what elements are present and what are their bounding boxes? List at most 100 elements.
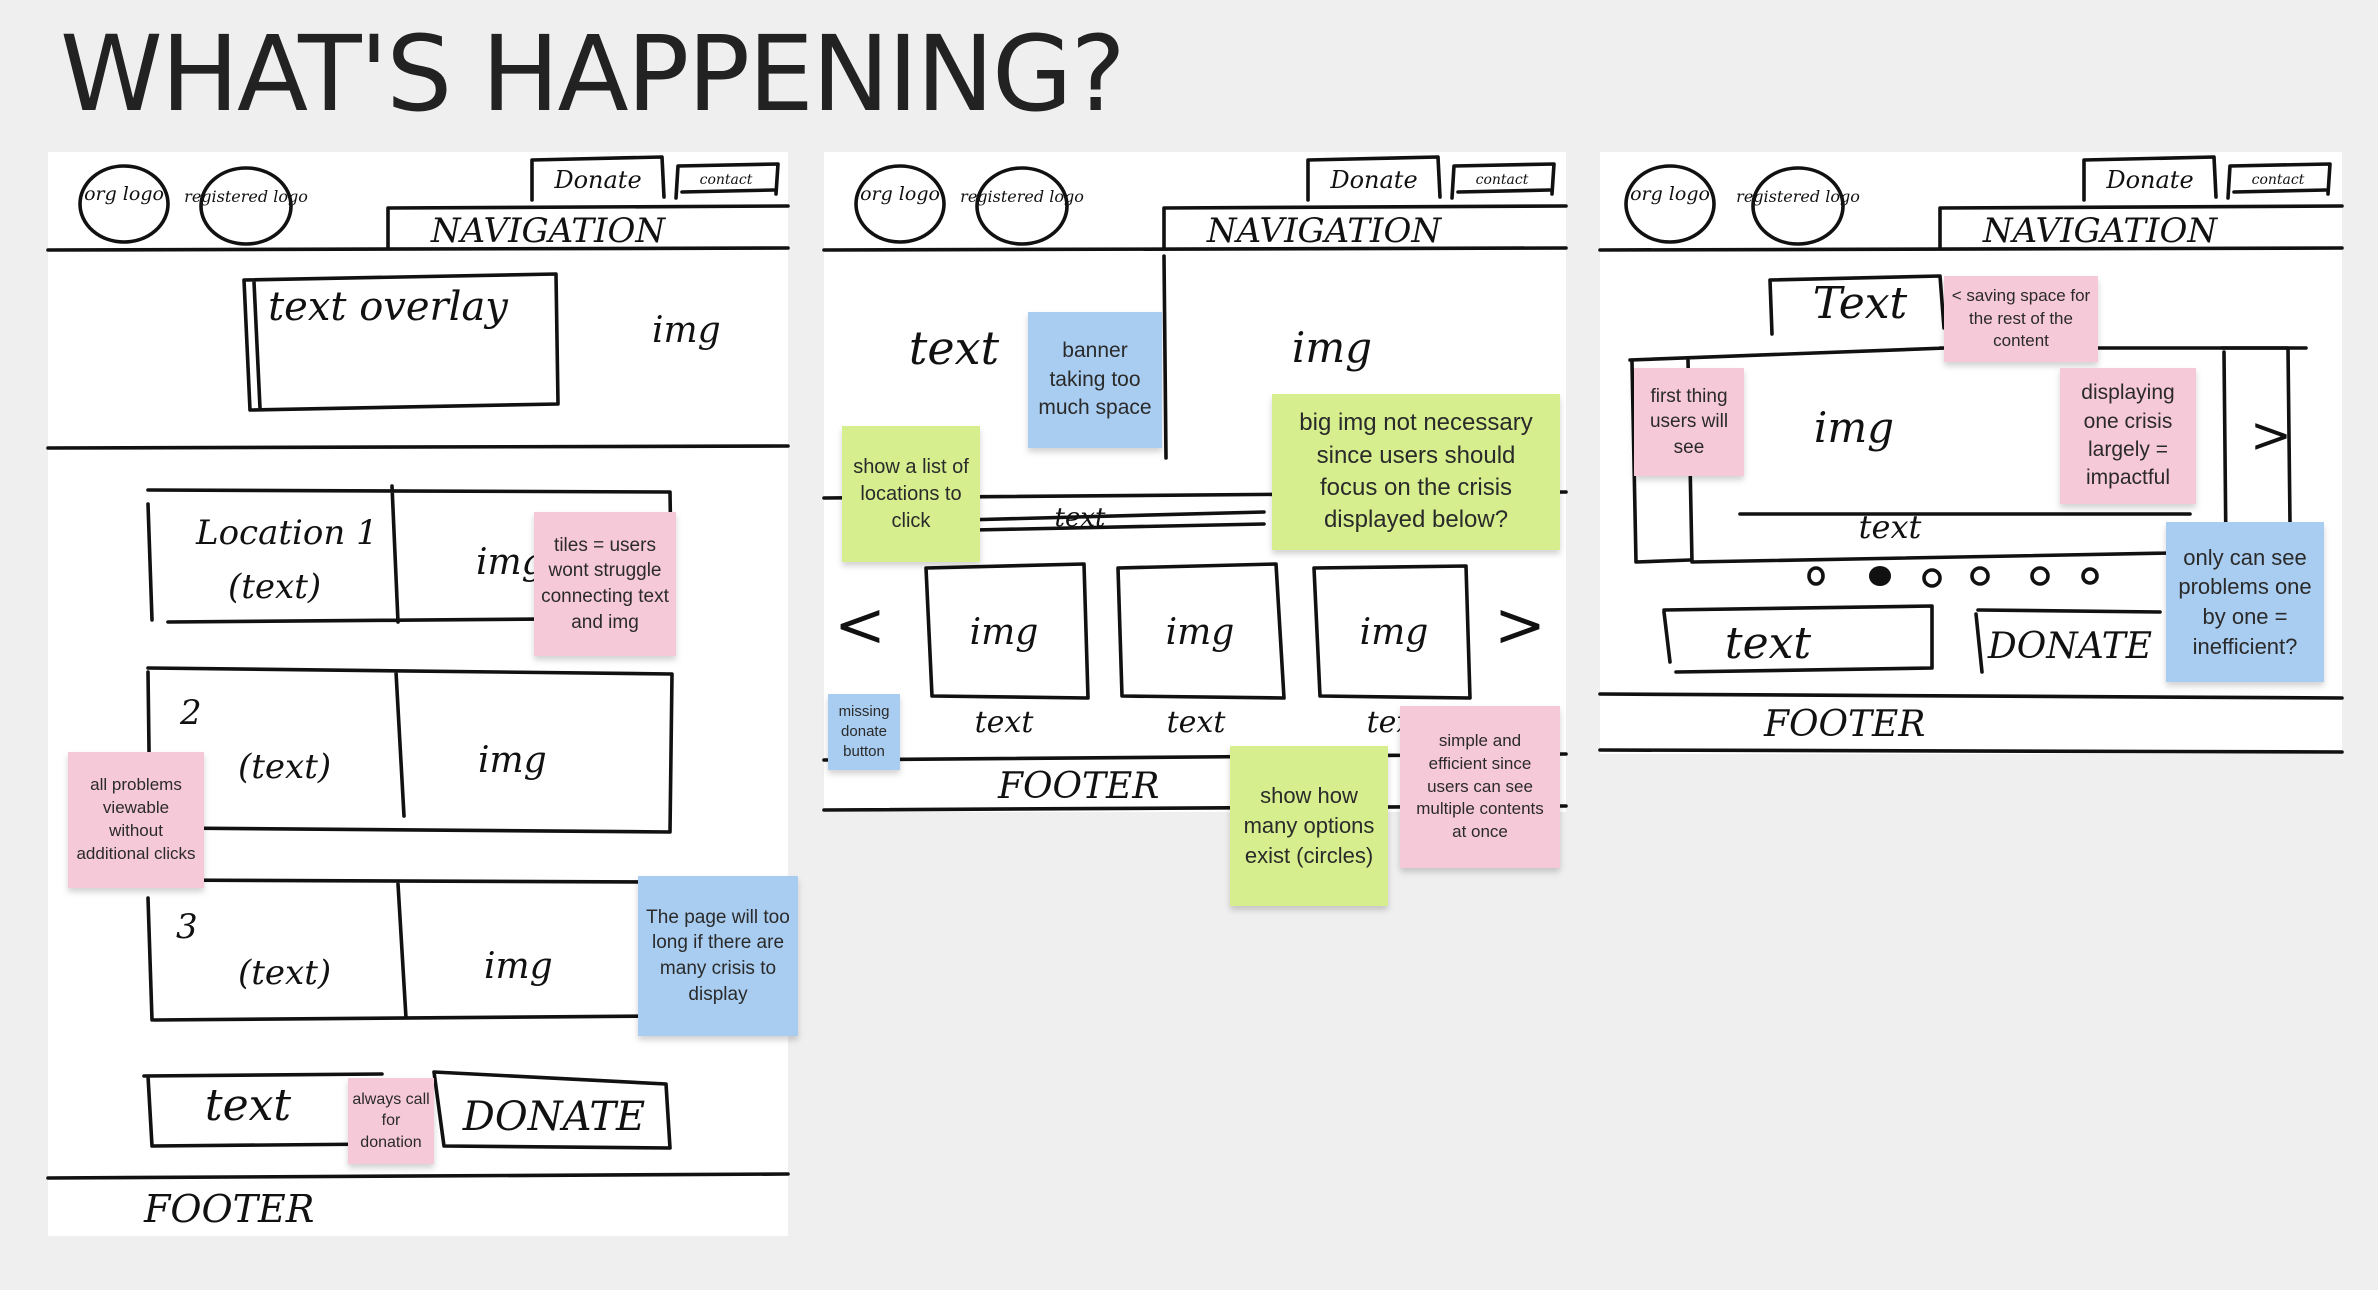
contact-box bbox=[1450, 162, 1556, 200]
tile-3-text: (text) bbox=[238, 953, 331, 993]
header-line bbox=[822, 246, 1568, 252]
tile-1-img: img bbox=[476, 542, 545, 583]
strike-line bbox=[962, 510, 1266, 532]
sticky-note-always-call: always call for donation bbox=[348, 1078, 434, 1164]
tile-2-img: img bbox=[478, 740, 547, 781]
registered-logo-circle bbox=[199, 166, 293, 246]
registered-logo-circle bbox=[1751, 166, 1845, 246]
contact-box bbox=[674, 162, 780, 200]
sticky-note-show-list: show a list of locations to click bbox=[842, 426, 980, 562]
dot-1[interactable] bbox=[1807, 566, 1825, 586]
dot-3[interactable] bbox=[1922, 568, 1942, 588]
tile-3-box bbox=[146, 878, 664, 1022]
sticky-note-big-img: big img not necessary since users should… bbox=[1272, 394, 1560, 550]
tile-1-text: (text) bbox=[228, 567, 321, 607]
tile-2-box bbox=[146, 666, 674, 834]
carousel-prev-arrow[interactable]: < bbox=[834, 588, 886, 661]
contact-box bbox=[2226, 162, 2332, 200]
title-text: Text bbox=[1813, 278, 1908, 329]
donate-cta-label: DONATE bbox=[1987, 626, 2152, 667]
navigation-box bbox=[1938, 204, 2344, 250]
text-cta-box bbox=[142, 1072, 384, 1148]
donate-label: Donate bbox=[2105, 166, 2193, 194]
org-logo-circle bbox=[78, 164, 170, 244]
card-2-text: text bbox=[1167, 705, 1227, 740]
donate-box bbox=[1306, 155, 1442, 202]
donate-cta-box bbox=[1974, 608, 2162, 674]
strike-text: text bbox=[1055, 503, 1106, 533]
donate-box bbox=[530, 155, 666, 202]
org-logo-label: org logo bbox=[860, 183, 940, 205]
carousel-next-arrow[interactable]: > bbox=[1494, 588, 1546, 661]
navigation-label: NAVIGATION bbox=[1206, 211, 1442, 251]
contact-label: contact bbox=[2252, 172, 2305, 188]
sticky-note-simple-efficient: simple and efficient since users can see… bbox=[1400, 706, 1560, 868]
tile-2-number: 2 bbox=[179, 693, 202, 733]
card-1-img: img bbox=[970, 612, 1039, 653]
title-box bbox=[1768, 274, 1946, 336]
tile-3-img: img bbox=[484, 946, 553, 987]
banner-img: img bbox=[1292, 323, 1372, 372]
sticky-note-show-how-many: show how many options exist (circles) bbox=[1230, 746, 1388, 906]
sticky-note-page-too-long: The page will too long if there are many… bbox=[638, 876, 798, 1036]
slide-next-arrow[interactable]: > bbox=[2250, 406, 2292, 464]
navigation-label: NAVIGATION bbox=[430, 211, 666, 251]
sticky-note-displaying-one: displaying one crisis largely = impactfu… bbox=[2060, 368, 2196, 504]
dot-2-active[interactable] bbox=[1869, 566, 1891, 586]
footer-label: FOOTER bbox=[1763, 704, 1925, 745]
dot-4[interactable] bbox=[1970, 566, 1990, 586]
footer-top-line bbox=[1598, 692, 2344, 700]
text-cta-box bbox=[1662, 604, 1934, 674]
sticky-note-banner-space: banner taking too much space bbox=[1028, 312, 1162, 448]
footer-label: FOOTER bbox=[143, 1187, 314, 1231]
card-3-img: img bbox=[1360, 612, 1429, 653]
banner-divider bbox=[1162, 254, 1168, 460]
org-logo-circle bbox=[1624, 164, 1716, 244]
slide-img: img bbox=[1814, 403, 1894, 452]
tile-2-text: (text) bbox=[238, 747, 331, 787]
navigation-label: NAVIGATION bbox=[1982, 211, 2218, 251]
dot-5[interactable] bbox=[2030, 566, 2050, 586]
text-cta-label: text bbox=[1725, 618, 1812, 669]
org-logo-label: org logo bbox=[1630, 183, 1710, 205]
footer-label: FOOTER bbox=[997, 766, 1159, 807]
footer-line bbox=[46, 1172, 790, 1180]
tile-1-location: Location 1 bbox=[195, 513, 378, 553]
sticky-note-saving-space: < saving space for the rest of the conte… bbox=[1944, 276, 2098, 362]
donate-label: Donate bbox=[553, 166, 641, 194]
hero-bottom-line bbox=[46, 444, 790, 450]
footer-bottom-line bbox=[1598, 748, 2344, 754]
hero-img-label: img bbox=[652, 310, 721, 351]
card-2-img: img bbox=[1166, 612, 1235, 653]
text-overlay-label: text overlay bbox=[268, 284, 509, 330]
sticky-note-only-one-by-one: only can see problems one by one = ineff… bbox=[2166, 522, 2324, 682]
donate-cta-box bbox=[432, 1070, 672, 1150]
card-3 bbox=[1312, 564, 1472, 700]
donate-cta-label: DONATE bbox=[462, 1094, 645, 1140]
header-line bbox=[1598, 246, 2344, 252]
navigation-box bbox=[1162, 204, 1568, 250]
wireframe-1: org logo registered logo Donate contact … bbox=[46, 152, 790, 1236]
card-1-text: text bbox=[975, 705, 1035, 740]
sticky-note-tiles-users: tiles = users wont struggle connecting t… bbox=[534, 512, 676, 656]
header-line bbox=[46, 246, 790, 252]
text-overlay-box bbox=[242, 272, 560, 412]
dot-6[interactable] bbox=[2081, 567, 2099, 585]
registered-logo-label: registered logo bbox=[960, 187, 1084, 206]
org-logo-label: org logo bbox=[84, 183, 164, 205]
tile-3-number: 3 bbox=[176, 907, 198, 947]
wireframe-3-sketch: org logo registered logo Donate contact … bbox=[1598, 155, 2344, 754]
donate-label: Donate bbox=[1329, 166, 1417, 194]
sticky-note-all-problems: all problems viewable without additional… bbox=[68, 752, 204, 888]
text-cta-label: text bbox=[205, 1080, 292, 1131]
pagination-dots[interactable] bbox=[1807, 566, 2099, 588]
org-logo-circle bbox=[854, 164, 946, 244]
slide-caption: text bbox=[1859, 508, 1922, 546]
registered-logo-circle bbox=[975, 166, 1069, 246]
contact-label: contact bbox=[700, 172, 753, 188]
contact-label: contact bbox=[1476, 172, 1529, 188]
navigation-box bbox=[386, 204, 790, 250]
registered-logo-label: registered logo bbox=[184, 187, 308, 206]
banner-text: text bbox=[909, 321, 1000, 375]
registered-logo-label: registered logo bbox=[1736, 187, 1860, 206]
